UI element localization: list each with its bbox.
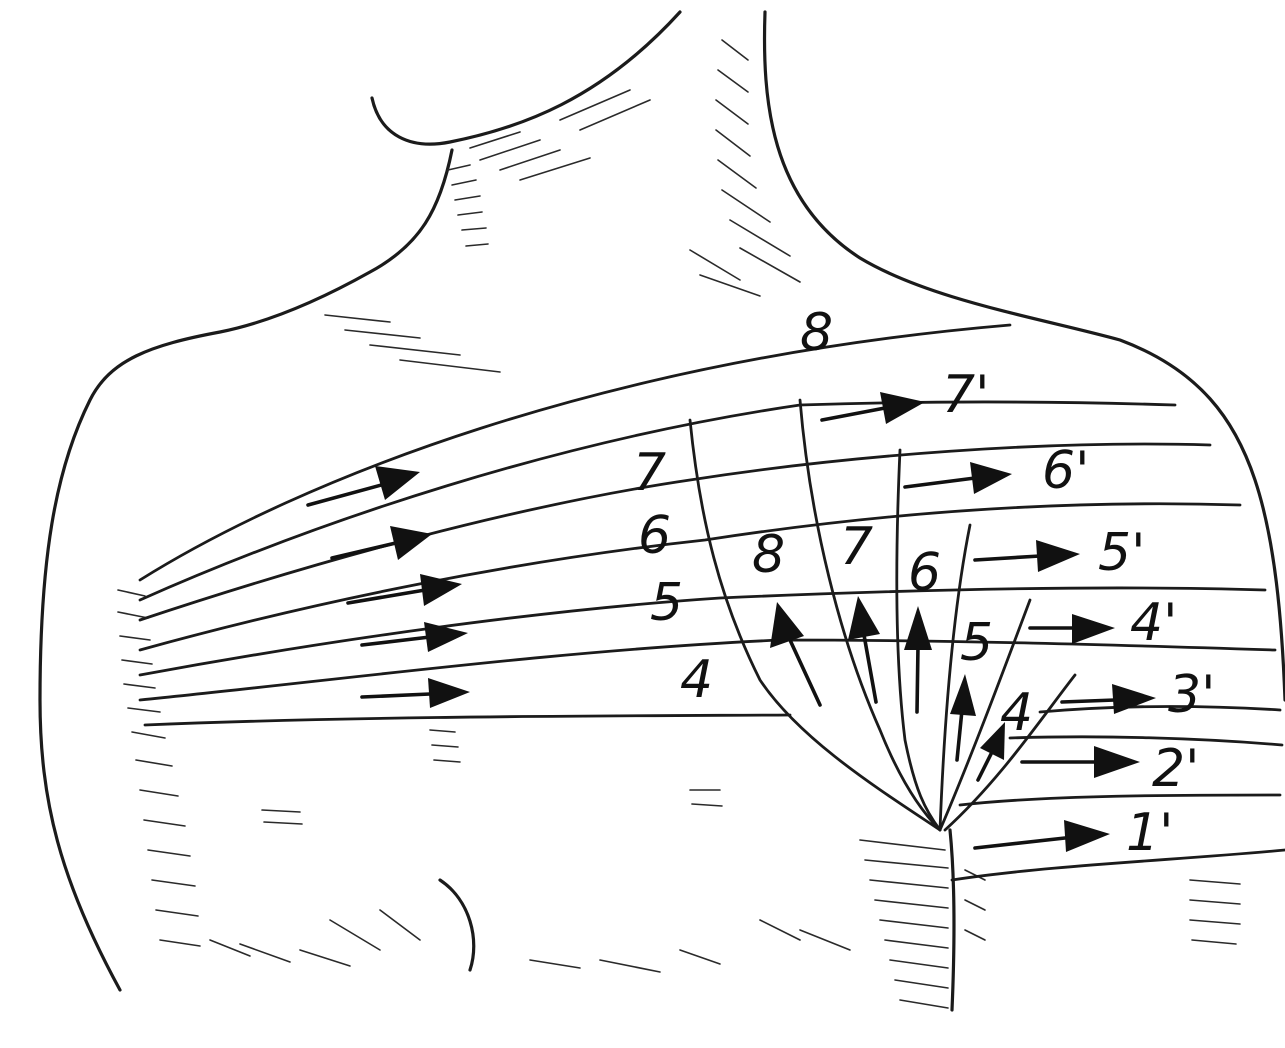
chest-lower-line [440, 880, 474, 970]
label-right-7p: 7' [942, 365, 989, 425]
band-line-top [140, 325, 1010, 580]
right-neck-shoulder-line [765, 12, 1285, 700]
direction-arrows [308, 392, 1156, 852]
arrow-ascend-7 [848, 596, 880, 702]
band-line-right-2-1 [1010, 737, 1282, 745]
left-neck-shoulder-line [40, 150, 452, 990]
bandage-turns [140, 325, 1285, 880]
arrow-right-6p [905, 462, 1012, 494]
arrow-right-1p [975, 820, 1110, 852]
arrow-ascend-8 [770, 602, 820, 705]
arrow-right-5p [975, 540, 1080, 572]
neck-hatch-left [448, 165, 488, 246]
label-turn-7: 7 [633, 443, 666, 503]
arrow-right-7p [822, 392, 925, 424]
arrow-left-5 [362, 678, 470, 708]
band-line-bottom [145, 715, 790, 725]
label-ascend-4: 4 [1000, 683, 1033, 743]
shading [118, 40, 1240, 1008]
label-turn-5: 5 [650, 573, 683, 633]
label-right-2p: 2' [1152, 739, 1199, 799]
neck-hatch-chin [470, 90, 650, 180]
label-right-6p: 6' [1042, 441, 1089, 501]
band-line-right-1-lower [960, 795, 1280, 805]
chin-line [372, 12, 680, 144]
band-line-right-bottom [952, 850, 1285, 880]
arrow-right-4p [1030, 614, 1115, 644]
label-turn-4: 4 [680, 650, 713, 710]
label-right-4p: 4' [1130, 593, 1177, 653]
arrow-ascend-5 [950, 674, 976, 760]
band-line-right-3-2 [1040, 706, 1280, 712]
clavicle-hatch [325, 315, 500, 372]
label-right-5p: 5' [1098, 523, 1145, 583]
label-turn-6: 6 [638, 506, 671, 566]
ascend-line-8-left [690, 420, 940, 830]
label-ascend-6: 6 [908, 543, 941, 603]
label-band-8-top: 8 [800, 303, 833, 363]
label-ascend-7: 7 [840, 517, 873, 577]
label-ascend-8: 8 [752, 525, 785, 585]
label-right-3p: 3' [1168, 665, 1215, 725]
arrow-right-2p [1022, 746, 1140, 778]
label-ascend-5: 5 [960, 613, 993, 673]
neck-hatch-right [690, 40, 800, 296]
arrow-left-2 [332, 526, 432, 560]
label-right-1p: 1' [1126, 803, 1173, 863]
chest-hatch [210, 730, 850, 972]
right-armpit-hatch [860, 840, 1240, 1008]
arrow-ascend-6 [904, 606, 932, 712]
right-torso-line [950, 830, 954, 1010]
